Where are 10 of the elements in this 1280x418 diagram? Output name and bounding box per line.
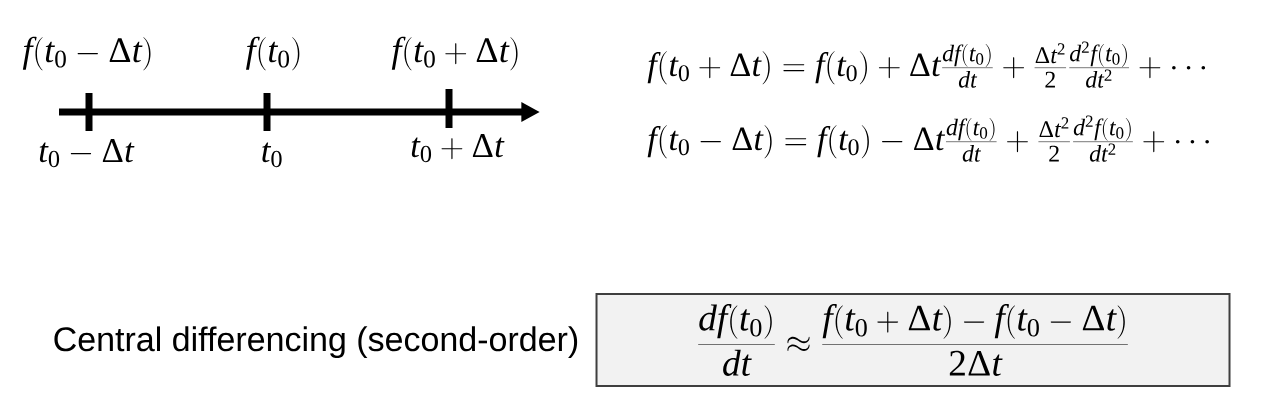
formula-box: $\frac{df(t_0)}{dt}\approx\frac{f(t_0+\Delta t)-f(t_0-\Delta t)}{2\Delta t}$ [595,293,1231,387]
tick-label: $t_0$ [262,142,282,168]
equation: $f(t_0+\Delta t)=f(t_0)+\Delta t\frac{df(t_0)}{dt}+\frac{\Delta t^2}{2}\frac{d^2f(t_0)}{dt^2}+\cdots$ [647,41,1206,88]
tick-label: $t_0+\Delta t$ [411,134,505,163]
method-label: Central differencing (second-order) [54,326,578,359]
value-label: $f(t_0)$ [246,36,300,71]
tick-label: $t_0-\Delta t$ [39,139,135,168]
value-label: $f(t_0+\Delta t)$ [391,36,518,71]
equation: $f(t_0-\Delta t)=f(t_0)-\Delta t\frac{df(t_0)}{dt}+\frac{\Delta t^2}{2}\frac{d^2f(t_0)}{dt^2}+\cdots$ [647,115,1209,162]
value-label: $f(t_0-\Delta t)$ [22,36,151,71]
